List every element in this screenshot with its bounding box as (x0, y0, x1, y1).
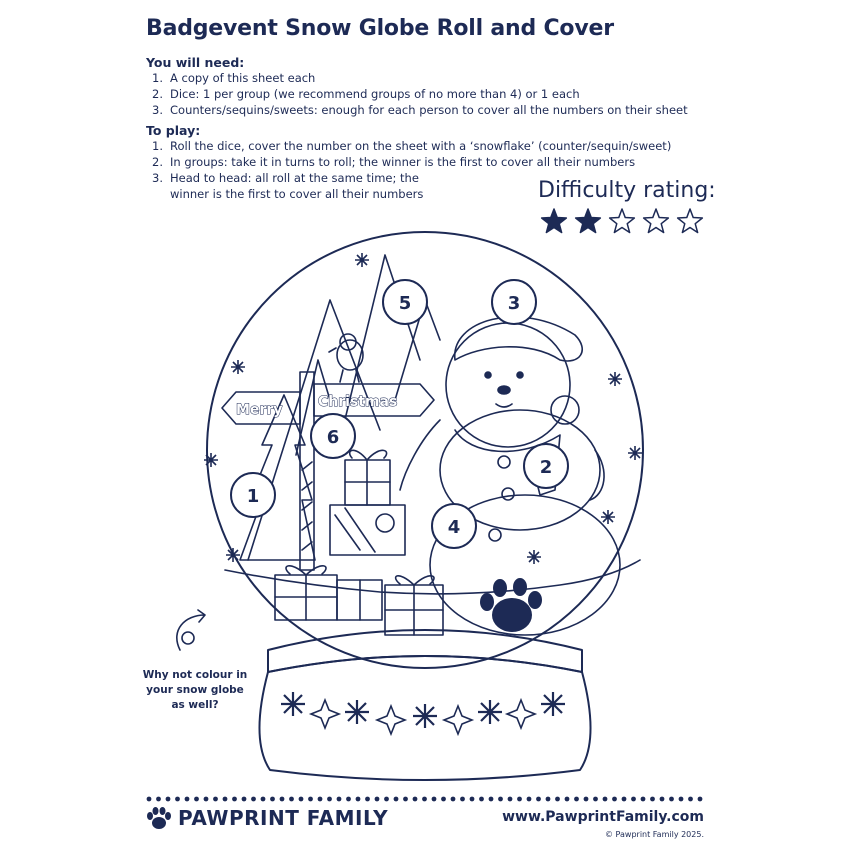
list-item: winner is the first to cover all their n… (152, 186, 671, 202)
globe-sphere (206, 231, 644, 669)
svg-text:4: 4 (448, 517, 461, 538)
list-item-number: 3. (152, 103, 163, 117)
list-item-text: Counters/sequins/sweets: enough for each… (170, 103, 688, 117)
difficulty-stars (540, 208, 704, 236)
sign-merry: Merry (236, 402, 282, 418)
list-item-number: 3. (152, 171, 163, 185)
number-circle-2[interactable]: 2 (523, 443, 569, 489)
list-item-text: Roll the dice, cover the number on the s… (170, 139, 672, 153)
snowflakes (204, 253, 642, 564)
number-circle-5[interactable]: 5 (382, 279, 428, 325)
presents (274, 449, 444, 636)
colour-in-note: Why not colour in your snow globe as wel… (142, 669, 248, 711)
list-item-number: 2. (152, 87, 163, 101)
snow-ground (224, 559, 641, 595)
paw-print-icon (480, 578, 542, 632)
list-item-text: winner is the first to cover all their n… (170, 187, 424, 201)
sign-christmas: Christmas (318, 394, 397, 410)
globe-base (258, 629, 592, 781)
list-item-text: A copy of this sheet each (170, 71, 316, 85)
star-empty-icon (642, 208, 670, 234)
list-item: 1. A copy of this sheet each (152, 70, 688, 86)
number-circle-4[interactable]: 4 (431, 503, 477, 549)
number-circle-3[interactable]: 3 (491, 279, 537, 325)
number-circle-6[interactable]: 6 (310, 413, 356, 459)
website-link[interactable]: www.PawprintFamily.com (502, 809, 704, 825)
star-empty-icon (608, 208, 636, 234)
page-title: Badgevent Snow Globe Roll and Cover (146, 16, 614, 41)
star-empty-icon (676, 208, 704, 234)
list-item-number: 2. (152, 155, 163, 169)
list-item-text: In groups: take it in turns to roll; the… (170, 155, 636, 169)
list-item-text: Head to head: all roll at the same time;… (170, 171, 419, 185)
list-item: 2. Dice: 1 per group (we recommend groups… (152, 86, 688, 102)
to-play-heading: To play: (146, 123, 201, 138)
svg-text:5: 5 (399, 293, 412, 314)
number-circles[interactable]: 5 3 6 2 1 4 (230, 279, 569, 549)
base-diamonds (308, 697, 538, 737)
you-will-need-heading: You will need: (146, 55, 245, 70)
signpost (221, 371, 435, 571)
list-item: 3. Counters/sequins/sweets: enough for ea… (152, 102, 688, 118)
list-item: 2. In groups: take it in turns to roll; t… (152, 154, 671, 170)
robin-icon (328, 333, 364, 383)
star-filled-icon (540, 208, 568, 234)
number-circle-1[interactable]: 1 (230, 472, 276, 518)
to-play-list: 1. Roll the dice, cover the number on the… (152, 138, 671, 202)
doodle-circle (181, 631, 195, 645)
brand-logo: PAWPRINT FAMILY (146, 806, 388, 830)
list-item: 3. Head to head: all roll at the same tim… (152, 170, 671, 186)
list-item-number: 1. (152, 139, 163, 153)
svg-text:6: 6 (327, 427, 340, 448)
list-item-text: Dice: 1 per group (we recommend groups o… (170, 87, 580, 101)
list-item-number: 1. (152, 71, 163, 85)
difficulty-label: Difficulty rating: (538, 178, 716, 203)
svg-text:1: 1 (247, 486, 260, 507)
arrow-icon (176, 609, 206, 651)
svg-text:2: 2 (540, 457, 553, 478)
you-will-need-list: 1. A copy of this sheet each 2. Dice: 1 pe… (152, 70, 688, 118)
star-filled-icon (574, 208, 602, 234)
dotted-divider (146, 796, 703, 802)
base-snowflakes (281, 692, 565, 728)
svg-text:3: 3 (508, 293, 521, 314)
brand-name: PAWPRINT FAMILY (178, 806, 389, 830)
paw-logo-icon (147, 807, 171, 829)
list-item: 1. Roll the dice, cover the number on the… (152, 138, 671, 154)
snowman-bear (399, 316, 621, 636)
copyright-text: © Pawprint Family 2025. (605, 830, 704, 839)
